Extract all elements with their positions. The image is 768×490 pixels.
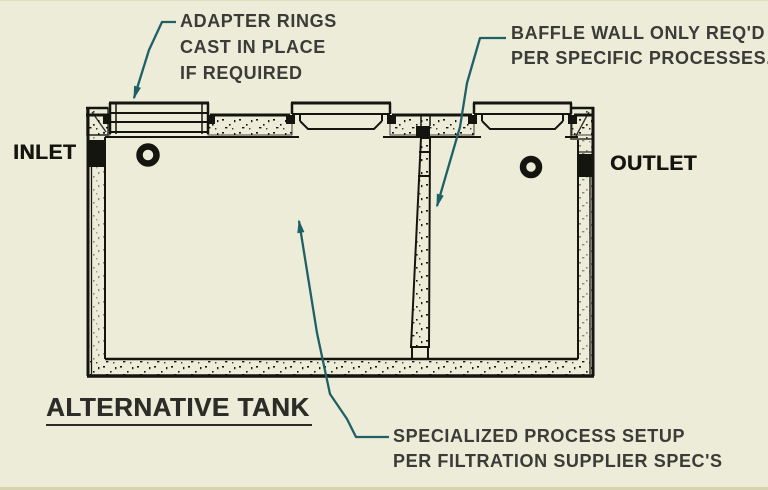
adapter-leader-line bbox=[132, 20, 176, 100]
note-line: IF REQUIRED bbox=[180, 63, 303, 83]
outlet-label: OUTLET bbox=[610, 152, 697, 175]
note-line: PER FILTRATION SUPPLIER SPEC'S bbox=[393, 451, 723, 471]
inlet-port bbox=[88, 140, 105, 167]
inlet-hole bbox=[136, 143, 160, 167]
canvas-top-edge bbox=[0, 0, 768, 1]
process-leader-line bbox=[297, 219, 389, 439]
inlet-label: INLET bbox=[13, 141, 77, 164]
canvas-bottom-edge bbox=[0, 487, 768, 490]
outlet-hole bbox=[519, 155, 543, 179]
drawing-title: ALTERNATIVE TANK bbox=[46, 392, 312, 426]
bottom-slab bbox=[90, 361, 592, 376]
tank-outline bbox=[86, 106, 595, 378]
note-line: SPECIALIZED PROCESS SETUP bbox=[393, 426, 686, 446]
note-line: CAST IN PLACE bbox=[180, 37, 326, 57]
note-line: BAFFLE WALL ONLY REQ'D bbox=[511, 23, 766, 43]
outlet-port bbox=[577, 154, 594, 177]
baffle-leader-line bbox=[435, 36, 506, 208]
riser-adapter-rings bbox=[103, 101, 215, 134]
note-line: ADAPTER RINGS bbox=[180, 11, 337, 31]
baffle-wall bbox=[409, 116, 432, 360]
baffle-wall-note: BAFFLE WALL ONLY REQ'D PER SPECIFIC PROC… bbox=[511, 21, 768, 71]
riser-right bbox=[468, 101, 577, 130]
note-line: PER SPECIFIC PROCESSES. bbox=[511, 48, 768, 68]
riser-middle bbox=[286, 101, 396, 130]
adapter-rings-note: ADAPTER RINGS CAST IN PLACE IF REQUIRED bbox=[180, 8, 337, 86]
process-setup-note: SPECIALIZED PROCESS SETUP PER FILTRATION… bbox=[393, 424, 723, 474]
